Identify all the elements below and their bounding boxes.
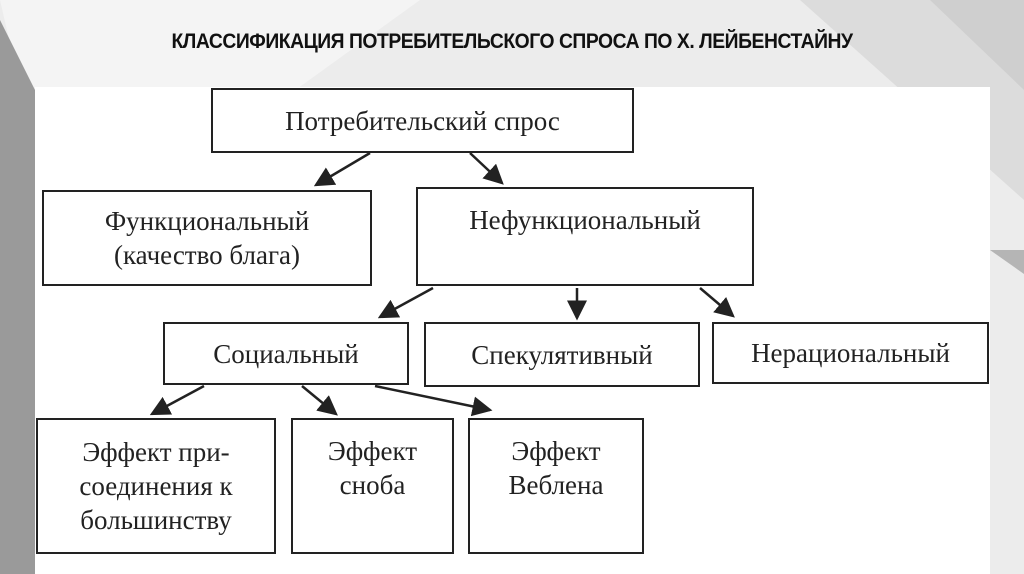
node-label: Функциональный	[104, 206, 310, 236]
node-label: Эффект при-	[82, 437, 230, 467]
arrow	[374, 384, 493, 417]
node-nonfunctional: Нефункциональный	[416, 187, 754, 286]
node-speculative: Спекулятивный	[424, 322, 700, 387]
node-functional: Функциональный (качество блага)	[42, 190, 372, 286]
node-label: большинству	[80, 505, 232, 535]
node-label: (качество блага)	[113, 240, 300, 270]
node-label: соединения к	[79, 471, 233, 501]
slide-title: КЛАССИФИКАЦИЯ ПОТРЕБИТЕЛЬСКОГО СПРОСА ПО…	[171, 30, 853, 53]
node-label: Спекулятивный	[471, 339, 653, 370]
arrow	[301, 385, 338, 416]
arrow	[469, 152, 504, 185]
node-irrational: Нерациональный	[712, 322, 989, 384]
arrow	[149, 384, 205, 416]
node-label: Нерациональный	[751, 338, 950, 368]
arrow	[313, 151, 371, 187]
node-label: Нефункциональный	[469, 205, 701, 235]
node-bandwagon-effect: Эффект при-соединения к большинству	[36, 418, 276, 554]
node-snob-effect: Эффект сноба	[291, 418, 454, 554]
node-label: Социальный	[213, 338, 359, 369]
node-label: Эффект	[327, 436, 418, 466]
node-social: Социальный	[163, 322, 409, 385]
node-label: Эффект	[511, 436, 601, 466]
arrow	[699, 287, 735, 318]
node-consumer-demand: Потребительский спрос	[211, 88, 634, 153]
arrow	[377, 286, 434, 319]
node-label: Веблена	[508, 470, 604, 500]
node-label: Потребительский спрос	[285, 105, 560, 136]
node-label: сноба	[339, 470, 406, 500]
